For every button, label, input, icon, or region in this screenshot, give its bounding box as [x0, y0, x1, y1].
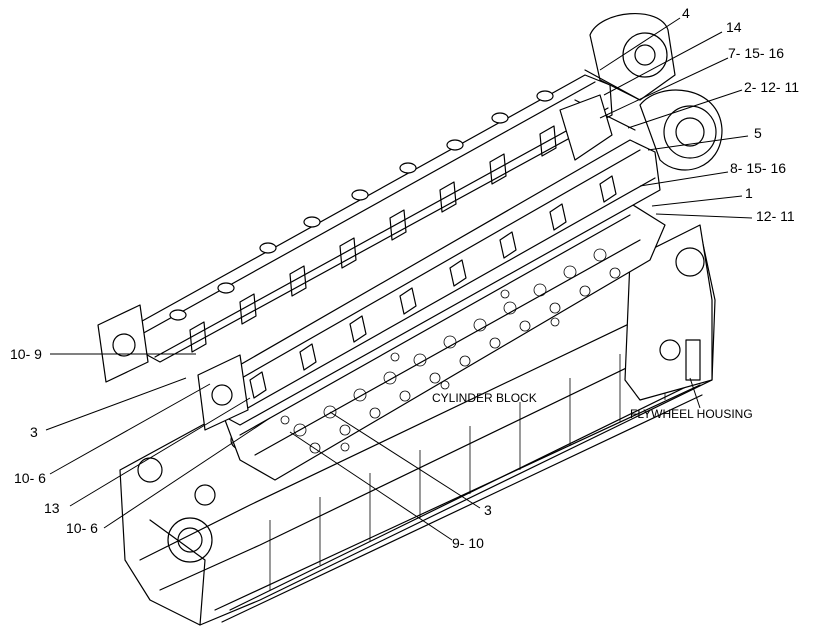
callout-3-bottom: 3 [484, 502, 492, 518]
callout-1: 1 [745, 185, 753, 201]
callout-10-6-upper: 10- 6 [14, 470, 46, 486]
engine-block [119, 229, 716, 626]
callout-10-6-lower: 10- 6 [66, 520, 98, 536]
callout-2-12-11: 2- 12- 11 [744, 79, 799, 95]
callout-3-left: 3 [30, 424, 38, 440]
cylinder-heads [224, 199, 666, 481]
leader-lines [45, 17, 753, 541]
callout-12-11: 12- 11 [756, 208, 795, 224]
lower-manifold [197, 139, 661, 431]
callout-7-15-16: 7- 15- 16 [728, 45, 784, 61]
upper-manifold [97, 74, 613, 383]
flywheel-housing [624, 224, 713, 401]
callout-14: 14 [726, 19, 742, 35]
callout-9-10: 9- 10 [452, 535, 484, 551]
callout-labels: 4 14 7- 15- 16 2- 12- 11 5 8- 15- 16 1 1… [10, 5, 799, 551]
cylinder-block-label: CYLINDER BLOCK [432, 391, 537, 405]
callout-13: 13 [44, 500, 60, 516]
callout-8-15-16: 8- 15- 16 [730, 160, 786, 176]
callout-10-9: 10- 9 [10, 346, 42, 362]
callout-5: 5 [754, 125, 762, 141]
callout-4: 4 [682, 5, 690, 21]
flywheel-housing-label: FLYWHEEL HOUSING [630, 407, 753, 421]
